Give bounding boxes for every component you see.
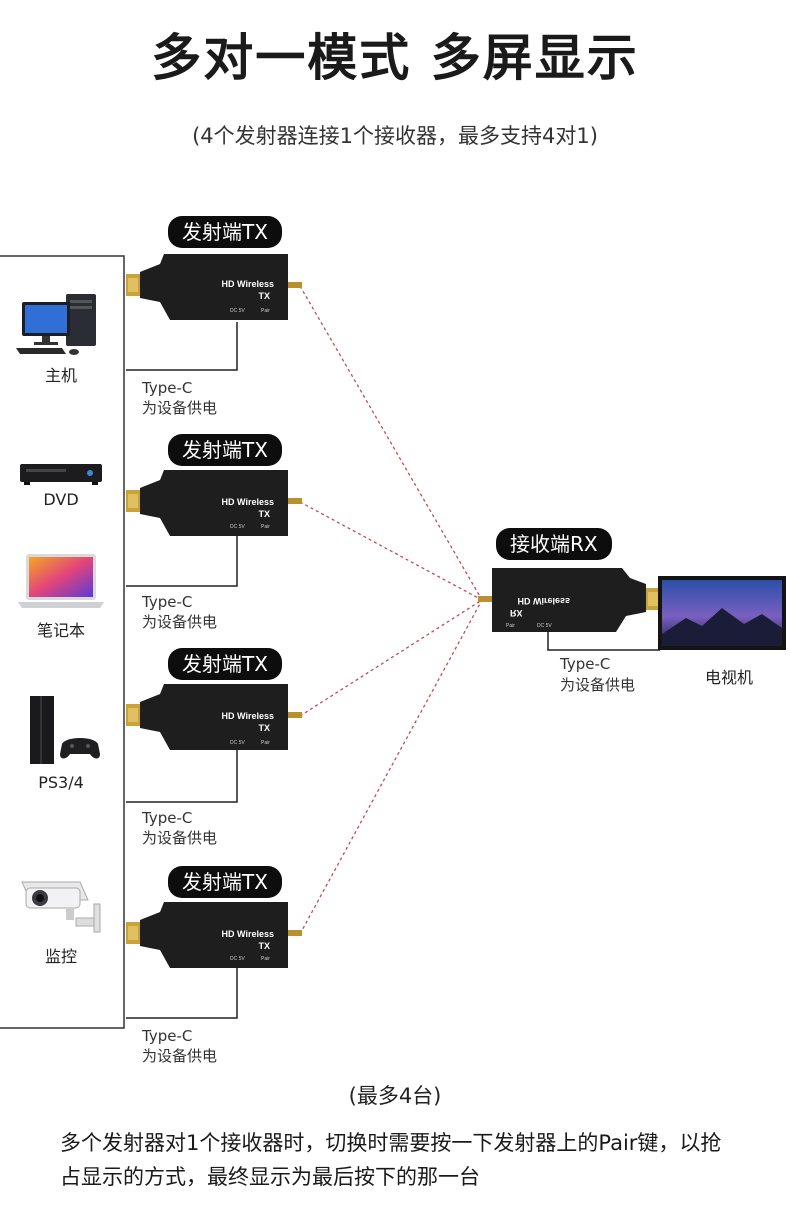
power-type: Type-C bbox=[142, 809, 193, 827]
pair-button[interactable]: Pair bbox=[261, 308, 270, 314]
tx-dc-text: DC 5V bbox=[230, 956, 245, 962]
tx-brand-text: HD Wireless bbox=[221, 929, 274, 939]
power-desc: 为设备供电 bbox=[142, 399, 218, 417]
pair-button[interactable]: Pair bbox=[261, 956, 270, 962]
tx3-cable bbox=[126, 750, 238, 803]
rx-label-pill: 接收端RX bbox=[496, 528, 612, 560]
tx-model-text: TX bbox=[258, 291, 270, 301]
tx-brand-text: HD Wireless bbox=[221, 497, 274, 507]
tx-dongle bbox=[126, 470, 302, 536]
pair-button[interactable]: Pair bbox=[506, 623, 515, 629]
device-label-ps: PS3/4 bbox=[38, 773, 84, 792]
power-desc: 为设备供电 bbox=[142, 829, 218, 847]
device-label-dvd: DVD bbox=[43, 490, 79, 509]
tx-dongle bbox=[126, 902, 302, 968]
wireless-link-2 bbox=[299, 501, 483, 601]
wireless-link-4 bbox=[299, 599, 483, 935]
laptop-icon bbox=[18, 554, 104, 608]
page-title: 多对一模式 多屏显示 bbox=[151, 29, 639, 87]
power-type: Type-C bbox=[142, 1027, 193, 1045]
security-camera-icon bbox=[21, 881, 101, 933]
source-bracket bbox=[0, 255, 125, 1029]
tx-dongle bbox=[126, 254, 302, 320]
tx-dongle bbox=[126, 684, 302, 750]
tx-brand-text: HD Wireless bbox=[221, 279, 274, 289]
tx-label-pill: 发射端TX bbox=[168, 648, 282, 680]
television-icon bbox=[658, 576, 786, 650]
tx-model-text: TX bbox=[258, 509, 270, 519]
pair-button[interactable]: Pair bbox=[261, 740, 270, 746]
wireless-link-3 bbox=[299, 599, 483, 717]
tx-label-pill: 发射端TX bbox=[168, 866, 282, 898]
rx-cable bbox=[547, 630, 660, 651]
page-subtitle: (4个发射器连接1个接收器，最多支持4对1) bbox=[192, 124, 598, 148]
dvd-player-icon bbox=[20, 464, 102, 485]
tx4-cable bbox=[126, 966, 238, 1019]
switching-note: 多个发射器对1个接收器时，切换时需要按一下发射器上的Pair键，以抢占显示的方式… bbox=[60, 1131, 722, 1189]
wireless-link-1 bbox=[299, 285, 483, 601]
desktop-pc-icon bbox=[16, 294, 96, 355]
rx-model-text: RX bbox=[510, 608, 523, 618]
rx-dongle bbox=[478, 568, 660, 632]
device-label-pc: 主机 bbox=[44, 366, 77, 385]
power-desc: 为设备供电 bbox=[560, 676, 636, 694]
rx-brand-text: HD Wireless bbox=[517, 596, 570, 606]
tx-dc-text: DC 5V bbox=[230, 524, 245, 530]
power-desc: 为设备供电 bbox=[142, 1047, 218, 1065]
power-type: Type-C bbox=[142, 593, 193, 611]
tx-dc-text: DC 5V bbox=[230, 740, 245, 746]
game-console-icon bbox=[30, 696, 100, 764]
max-devices-note: (最多4台) bbox=[348, 1084, 442, 1108]
tx-brand-text: HD Wireless bbox=[221, 711, 274, 721]
power-desc: 为设备供电 bbox=[142, 613, 218, 631]
pair-button[interactable]: Pair bbox=[261, 524, 270, 530]
device-label-camera: 监控 bbox=[44, 947, 77, 966]
power-type: Type-C bbox=[560, 655, 611, 673]
tx-label-pill: 发射端TX bbox=[168, 434, 282, 466]
tx2-cable bbox=[126, 536, 238, 587]
tx-model-text: TX bbox=[258, 723, 270, 733]
rx-dc-text: DC 5V bbox=[537, 623, 552, 629]
device-label-tv: 电视机 bbox=[704, 668, 753, 687]
tx-label-pill: 发射端TX bbox=[168, 216, 282, 248]
device-label-laptop: 笔记本 bbox=[36, 621, 85, 640]
tx-dc-text: DC 5V bbox=[230, 308, 245, 314]
power-type: Type-C bbox=[142, 379, 193, 397]
tx1-cable bbox=[126, 322, 238, 371]
tx-model-text: TX bbox=[258, 941, 270, 951]
